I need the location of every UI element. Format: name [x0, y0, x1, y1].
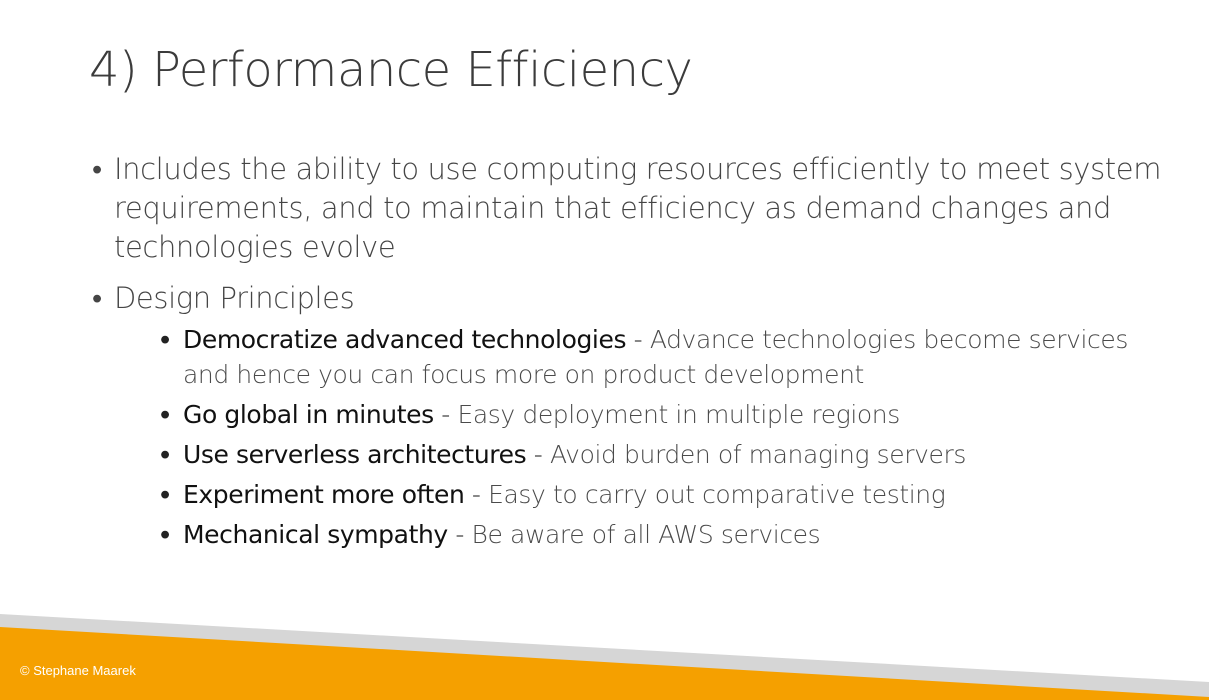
principle-description: Easy deployment in multiple regions	[457, 400, 900, 429]
sub-bullet-item: • Experiment more often - Easy to carry …	[114, 477, 1172, 512]
bullet-text: Includes the ability to use computing re…	[114, 152, 1162, 264]
sub-bullet-item: • Go global in minutes - Easy deployment…	[114, 397, 1172, 432]
sub-bullet-item: • Democratize advanced technologies - Ad…	[114, 322, 1172, 392]
sub-bullet-marker: •	[160, 477, 170, 511]
principle-separator: -	[526, 440, 550, 469]
sub-bullet-item: • Mechanical sympathy - Be aware of all …	[114, 517, 1172, 552]
bullet-marker: •	[92, 281, 102, 315]
bullet-list: • Includes the ability to use computing …	[92, 150, 1172, 564]
footer-orange-band	[0, 627, 1209, 700]
sub-bullet-marker: •	[160, 322, 170, 356]
principle-term: Democratize advanced technologies	[183, 325, 627, 354]
slide-title: 4) Performance Efficiency	[89, 42, 693, 98]
principle-description: Easy to carry out comparative testing	[488, 480, 946, 509]
sub-bullet-marker: •	[160, 517, 170, 551]
sub-bullet-list: • Democratize advanced technologies - Ad…	[114, 322, 1172, 552]
footer-decoration	[0, 614, 1209, 700]
principle-term: Go global in minutes	[183, 400, 434, 429]
sub-bullet-marker: •	[160, 437, 170, 471]
principle-separator: -	[464, 480, 489, 509]
bullet-marker: •	[92, 152, 102, 186]
principle-separator: -	[626, 325, 650, 354]
bullet-text: Design Principles	[114, 281, 355, 315]
bullet-item: • Includes the ability to use computing …	[92, 150, 1172, 267]
principle-description: Be aware of all AWS services	[471, 520, 821, 549]
principle-separator: -	[447, 520, 472, 549]
principle-term: Use serverless architectures	[183, 440, 527, 469]
copyright-text: © Stephane Maarek	[20, 663, 136, 678]
principle-description: Advance technologies become services and…	[183, 325, 1128, 389]
principle-term: Experiment more often	[183, 480, 465, 509]
sub-bullet-item: • Use serverless architectures - Avoid b…	[114, 437, 1172, 472]
bullet-item: • Design Principles • Democratize advanc…	[92, 279, 1172, 552]
principle-separator: -	[433, 400, 458, 429]
principle-term: Mechanical sympathy	[183, 520, 448, 549]
sub-bullet-marker: •	[160, 397, 170, 431]
principle-description: Avoid burden of managing servers	[549, 440, 967, 469]
